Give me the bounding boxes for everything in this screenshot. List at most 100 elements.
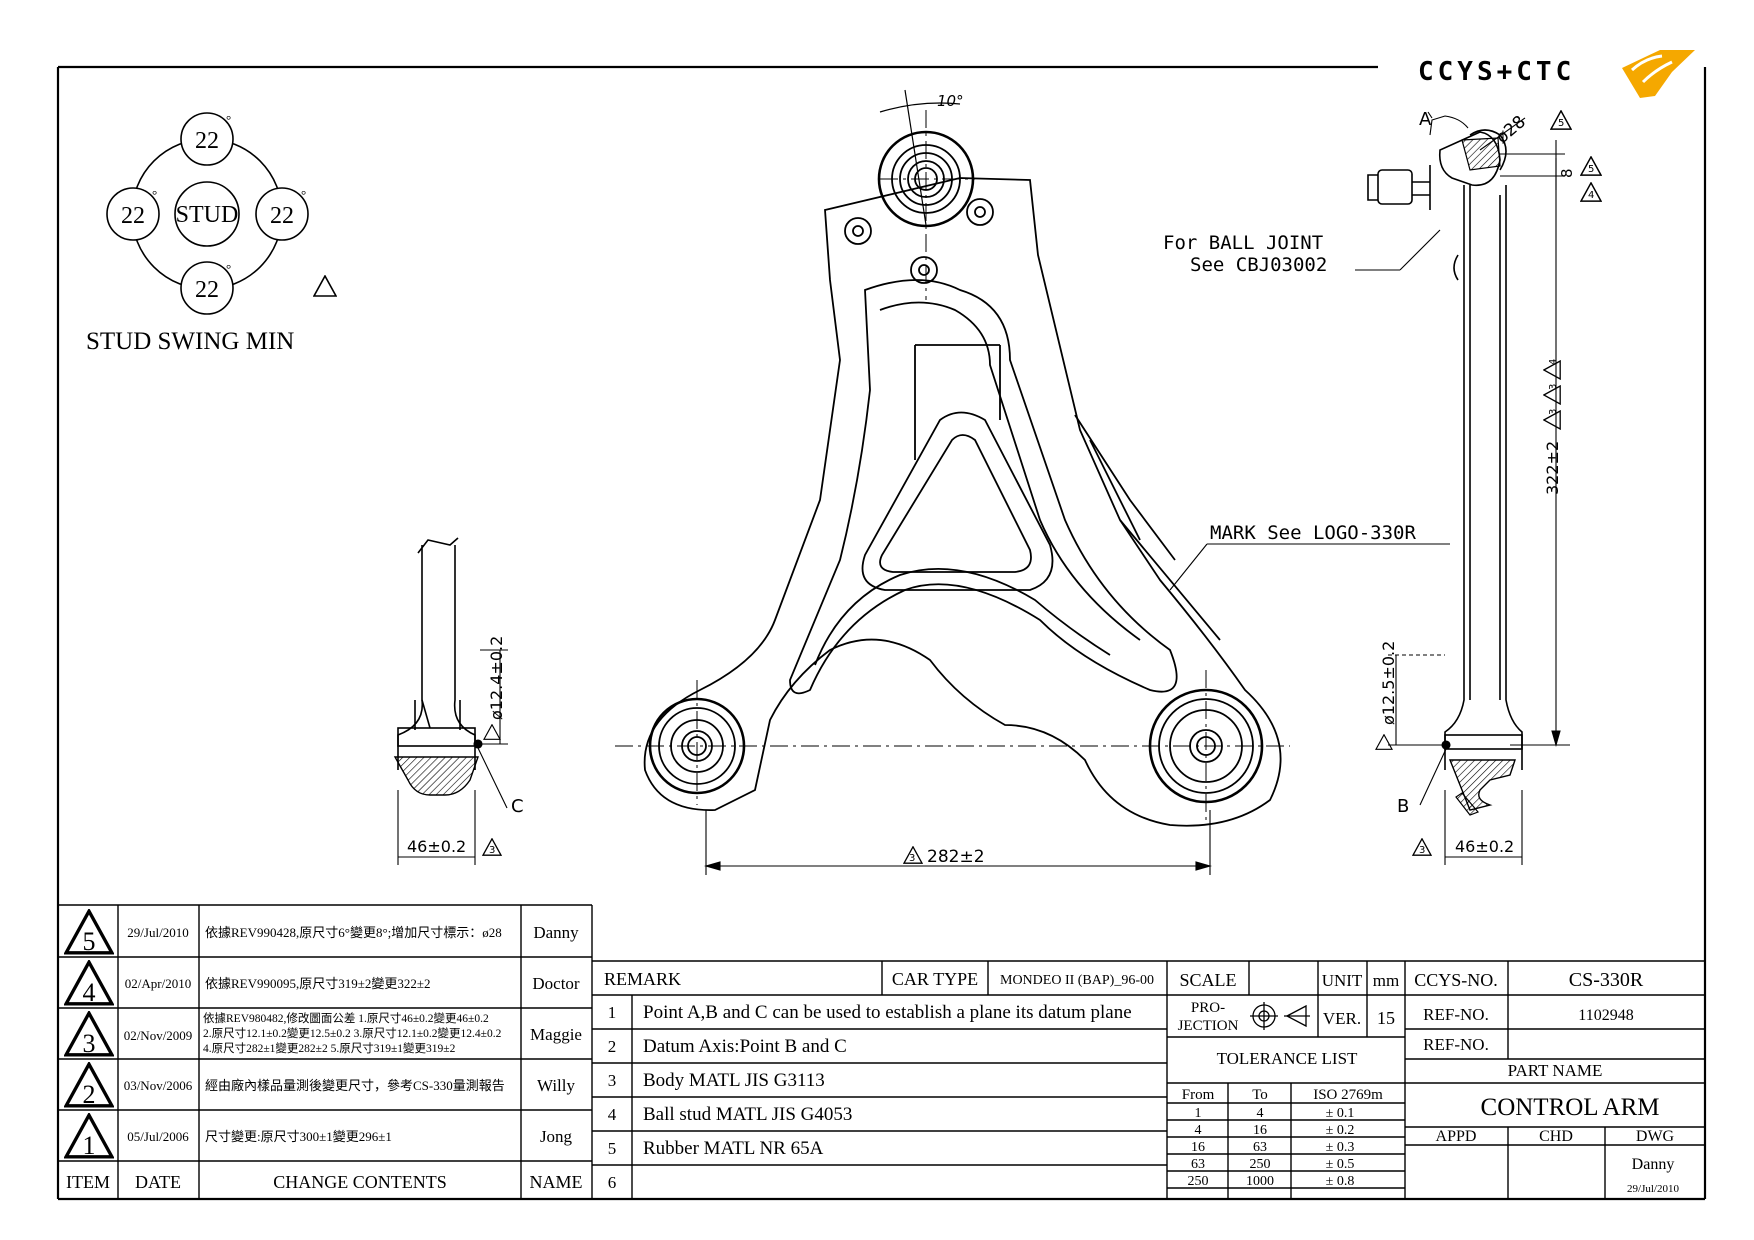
svg-text:°: ° <box>226 112 231 127</box>
revision-triangle-icon <box>313 275 337 297</box>
svg-text:3: 3 <box>1419 845 1425 856</box>
svg-text:Danny: Danny <box>533 923 579 942</box>
dim-282-label: 282±2 <box>927 847 985 867</box>
remark-items: 1 Point A,B and C can be used to establi… <box>608 1002 1132 1192</box>
revision-rows: 5 29/Jul/2010 依據REV990428,原尺寸6°變更8°;增加尺寸… <box>66 923 583 1192</box>
svg-text:4: 4 <box>608 1105 617 1124</box>
title-block-grid <box>1167 961 1705 1199</box>
stud-label: STUD <box>176 202 239 228</box>
svg-text:Body MATL JIS G3113: Body MATL JIS G3113 <box>643 1070 825 1091</box>
svg-text:3: 3 <box>1548 384 1559 390</box>
svg-text:Doctor: Doctor <box>532 974 580 993</box>
side-view-left <box>397 537 476 770</box>
svg-text:ISO 2769m: ISO 2769m <box>1313 1087 1383 1103</box>
list-item: 2 Datum Axis:Point B and C <box>608 1036 847 1057</box>
svg-text:2: 2 <box>83 1080 96 1109</box>
svg-text:CHANGE CONTENTS: CHANGE CONTENTS <box>273 1172 447 1192</box>
ccys-no-label: CCYS-NO. <box>1414 970 1498 990</box>
svg-text:4: 4 <box>1257 1106 1264 1121</box>
svg-text:6: 6 <box>608 1173 617 1192</box>
ref-no-label-2: REF-NO. <box>1423 1035 1489 1054</box>
svg-text:Rubber MATL NR 65A: Rubber MATL NR 65A <box>643 1138 824 1159</box>
svg-text:From: From <box>1182 1087 1215 1103</box>
appd-label: APPD <box>1436 1128 1477 1145</box>
svg-text:4: 4 <box>1195 1123 1202 1138</box>
svg-text:1: 1 <box>83 1131 96 1160</box>
table-row: 250 1000 ± 0.8 <box>1188 1174 1355 1189</box>
ball-joint-note-line1: For BALL JOINT <box>1163 232 1323 254</box>
unit-value: mm <box>1373 971 1399 990</box>
svg-text:1: 1 <box>608 1003 617 1022</box>
ccys-no-value: CS-330R <box>1569 969 1644 991</box>
svg-text:05/Jul/2006: 05/Jul/2006 <box>127 1129 189 1144</box>
svg-text:± 0.1: ± 0.1 <box>1326 1106 1355 1121</box>
svg-text:4.原尺寸282±1變更282±2 5.原尺寸319±1變更: 4.原尺寸282±1變更282±2 5.原尺寸319±1變更319±2 <box>203 1041 456 1055</box>
revision-row: 2 03/Nov/2006 經由廠內樣品量測後變更尺寸，參考CS-330量測報告… <box>83 1076 576 1109</box>
svg-text:4: 4 <box>83 978 96 1007</box>
svg-text:Point A,B and C can be used to: Point A,B and C can be used to establish… <box>643 1002 1132 1023</box>
revision-table-grid <box>58 904 593 1199</box>
svg-text:± 0.3: ± 0.3 <box>1326 1140 1355 1155</box>
svg-text:ITEM: ITEM <box>66 1172 110 1192</box>
svg-text:± 0.2: ± 0.2 <box>1326 1123 1355 1138</box>
car-type-label: CAR TYPE <box>892 969 978 989</box>
point-a-label: A <box>1419 109 1432 130</box>
svg-text:29/Jul/2010: 29/Jul/2010 <box>127 925 188 940</box>
dim-46-left-label: 46±0.2 <box>407 837 466 856</box>
stud-swing-title: STUD SWING MIN <box>86 328 294 355</box>
list-item: 6 <box>608 1173 617 1192</box>
point-c-label: C <box>511 796 524 817</box>
svg-text:Willy: Willy <box>537 1076 576 1095</box>
dim-46-right-label: 46±0.2 <box>1455 837 1514 856</box>
svg-text:3: 3 <box>489 845 495 856</box>
svg-text:63: 63 <box>1253 1140 1267 1155</box>
revision-row: 3 02/Nov/2009 依據REV980482,修改圖面公差 1.原尺寸46… <box>83 1011 582 1058</box>
svg-text:4: 4 <box>1548 359 1559 365</box>
angle-10-label: 10° <box>937 92 964 110</box>
control-arm-front-view <box>643 177 1282 827</box>
svg-text:02/Apr/2010: 02/Apr/2010 <box>125 976 191 991</box>
svg-text:°: ° <box>226 261 231 276</box>
projection-label-1: PRO- <box>1191 1000 1225 1016</box>
unit-label: UNIT <box>1322 971 1363 990</box>
remarks-table-grid <box>592 960 1705 1199</box>
dim-322-label: 322±2 <box>1543 441 1562 495</box>
svg-text:4: 4 <box>1588 190 1594 201</box>
dwg-date: 29/Jul/2010 <box>1627 1183 1679 1195</box>
svg-text:尺寸變更:原尺寸300±1變更296±1: 尺寸變更:原尺寸300±1變更296±1 <box>205 1129 392 1144</box>
svg-text:To: To <box>1252 1087 1268 1103</box>
tolerance-rows: 1 4 ± 0.1 4 16 ± 0.2 16 63 ± 0.3 63 250 … <box>1188 1106 1355 1189</box>
svg-text:16: 16 <box>1191 1140 1205 1155</box>
part-name-label: PART NAME <box>1508 1061 1603 1080</box>
mark-logo-note: MARK See LOGO-330R <box>1210 522 1416 544</box>
svg-text:NAME: NAME <box>530 1172 583 1192</box>
ver-label: VER. <box>1323 1009 1361 1028</box>
ref-no-label: REF-NO. <box>1423 1005 1489 1024</box>
svg-text:依據REV980482,修改圖面公差 1.原尺寸46±0.2: 依據REV980482,修改圖面公差 1.原尺寸46±0.2變更46±0.2 <box>203 1011 489 1025</box>
chd-label: CHD <box>1539 1128 1573 1145</box>
dwg-name: Danny <box>1632 1156 1675 1173</box>
svg-text:03/Nov/2006: 03/Nov/2006 <box>124 1078 193 1093</box>
swing-angle-right: 22 <box>270 203 294 229</box>
svg-text:5: 5 <box>1588 164 1594 175</box>
svg-text:3: 3 <box>83 1029 96 1058</box>
svg-text:± 0.5: ± 0.5 <box>1326 1157 1355 1172</box>
table-row: 16 63 ± 0.3 <box>1191 1140 1354 1155</box>
svg-text:Maggie: Maggie <box>530 1025 582 1044</box>
revision-row: 4 02/Apr/2010 依據REV990095,原尺寸319±2變更322±… <box>83 974 580 1007</box>
svg-text:2: 2 <box>608 1037 617 1056</box>
left-bush-section <box>393 756 479 796</box>
ver-value: 15 <box>1377 1008 1395 1028</box>
company-logo: CCYS+CTC <box>1418 50 1695 98</box>
table-row: 4 16 ± 0.2 <box>1195 1123 1355 1138</box>
car-type-value: MONDEO II (BAP)_96-00 <box>1000 973 1154 988</box>
svg-text:250: 250 <box>1188 1174 1209 1189</box>
logo-text: CCYS+CTC <box>1418 57 1575 87</box>
dia-12-5-label: ø12.5±0.2 <box>1379 641 1398 725</box>
svg-text:依據REV990428,原尺寸6°變更8°;增加尺寸標示：ø: 依據REV990428,原尺寸6°變更8°;增加尺寸標示：ø28 <box>205 925 502 940</box>
svg-text:°: ° <box>301 187 306 202</box>
svg-text:250: 250 <box>1250 1157 1271 1172</box>
rev-mark-3-282: 3 <box>909 853 915 864</box>
svg-text:Datum Axis:Point B and C: Datum Axis:Point B and C <box>643 1036 847 1057</box>
svg-text:5: 5 <box>83 927 96 956</box>
